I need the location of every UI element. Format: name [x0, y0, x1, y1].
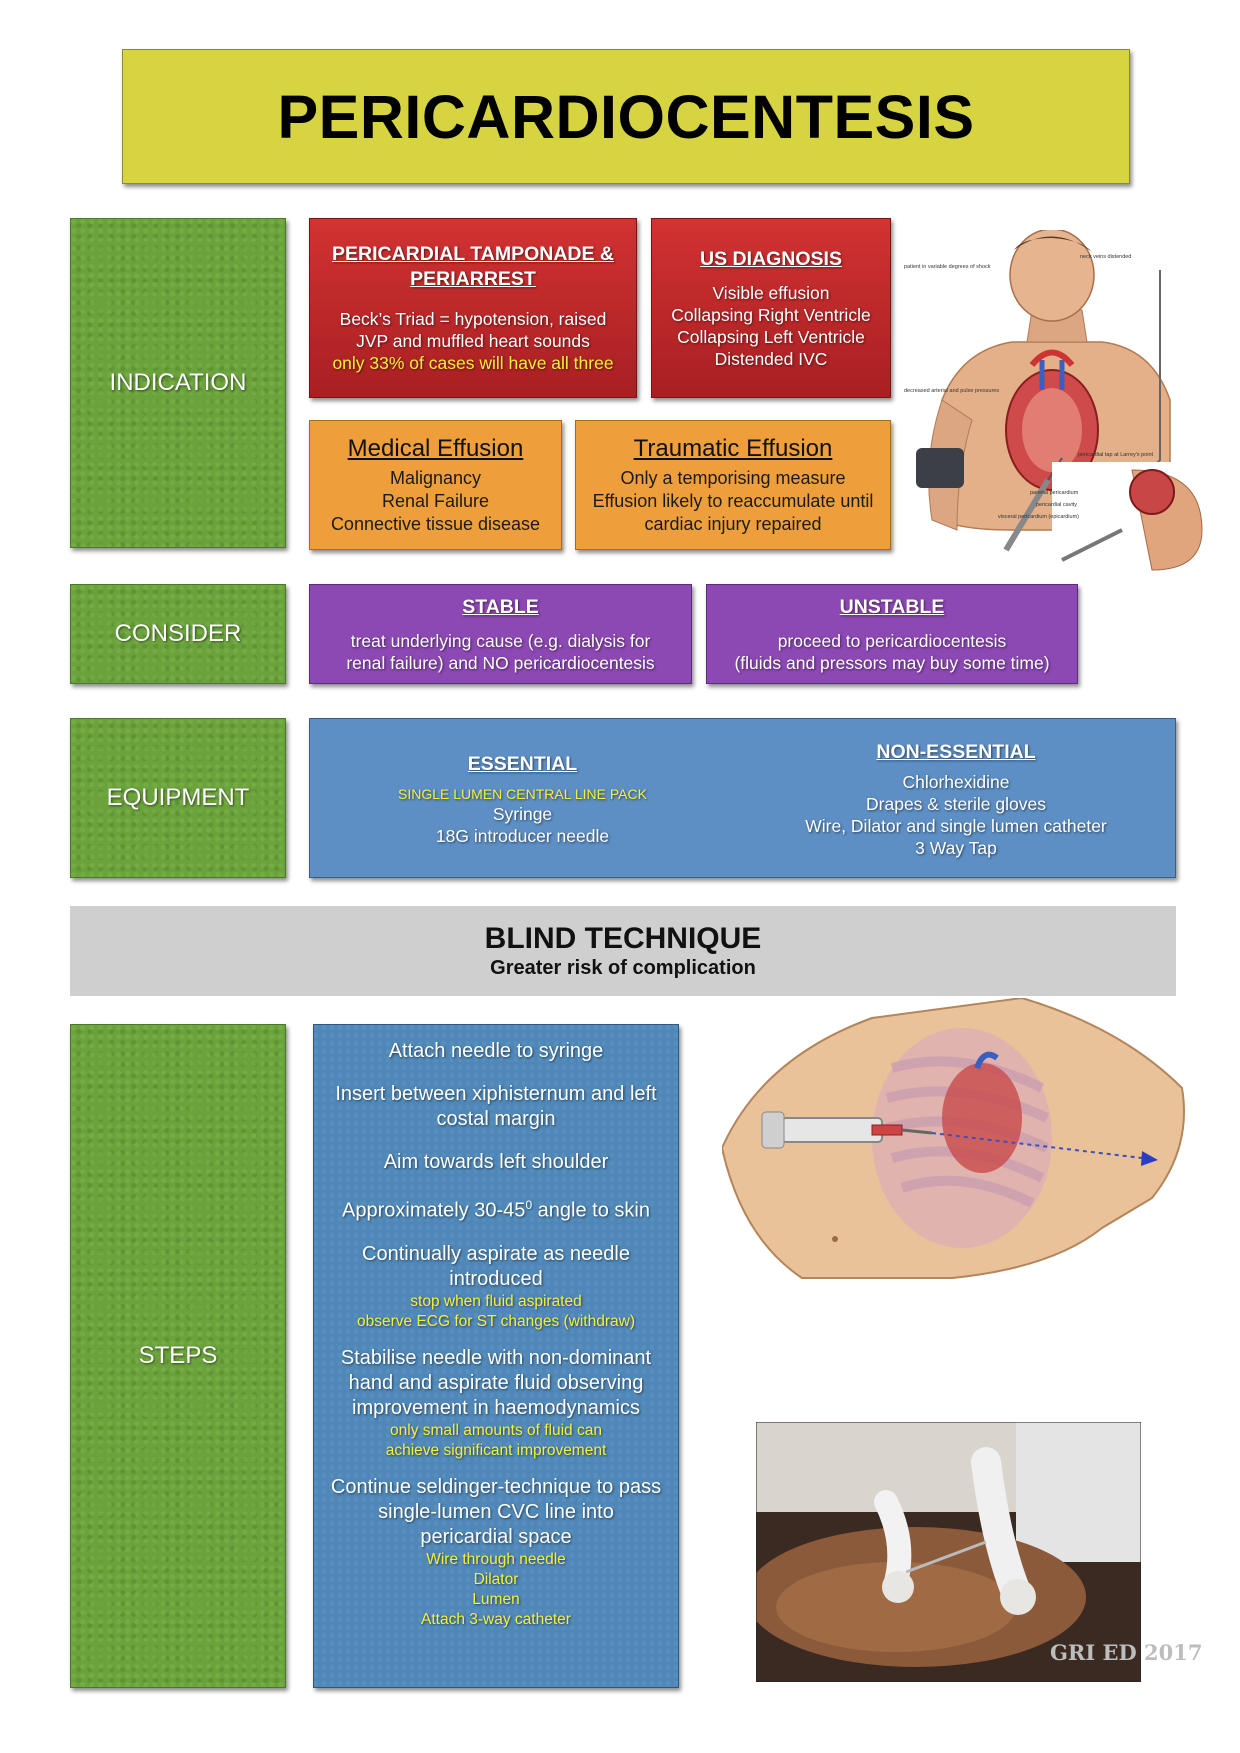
- title-banner: PERICARDIOCENTESIS: [122, 49, 1130, 184]
- step-7-note: Attach 3-way catheter: [421, 1610, 571, 1628]
- traumatic-effusion-box: Traumatic Effusion Only a temporising me…: [575, 420, 891, 550]
- direction-arrow-icon: [1141, 1151, 1158, 1166]
- blind-technique-banner: BLIND TECHNIQUE Greater risk of complica…: [70, 906, 1176, 996]
- non-essential-item: 3 Way Tap: [915, 837, 997, 858]
- step-6: Stabilise needle with non-dominant hand …: [326, 1346, 666, 1461]
- tamponade-line1: Beck’s Triad = hypotension, raised: [339, 309, 607, 329]
- us-diagnosis-item: Collapsing Right Ventricle: [671, 304, 871, 325]
- traumatic-effusion-item: Effusion likely to reaccumulate until: [592, 490, 874, 511]
- section-label-equipment: EQUIPMENT: [70, 718, 286, 878]
- step-1: Attach needle to syringe: [388, 1040, 604, 1062]
- tamponade-line2: JVP and muffled heart sounds: [356, 331, 590, 351]
- essential-heading: ESSENTIAL: [467, 752, 578, 775]
- section-label-indication: INDICATION: [70, 218, 286, 548]
- illustration-label: visceral pericardium (epicardium): [998, 514, 1079, 520]
- step-5-note: stop when fluid aspirated: [410, 1292, 582, 1310]
- step-4-pre: Approximately 30-45: [342, 1199, 526, 1222]
- us-diagnosis-item: Visible effusion: [712, 282, 830, 303]
- section-label-consider: CONSIDER: [70, 584, 286, 684]
- unstable-heading: UNSTABLE: [839, 595, 945, 618]
- subxiphoid-approach-illustration: [722, 998, 1185, 1279]
- medical-effusion-heading: Medical Effusion: [347, 434, 524, 462]
- tamponade-anatomy-illustration: patient in variable degrees of shock nec…: [902, 230, 1214, 630]
- illustration-label: pericardial cavity: [1036, 502, 1077, 508]
- step-7-text: Continue seldinger-technique to pass sin…: [330, 1475, 662, 1548]
- step-2: Insert between xiphisternum and left cos…: [335, 1083, 657, 1130]
- tamponade-heading: PERICARDIAL TAMPONADE & PERIARREST: [331, 243, 615, 290]
- step-4-degree: 0: [525, 1198, 533, 1212]
- footer-credit: GRI ED 2017: [1050, 1640, 1203, 1665]
- tamponade-note: only 33% of cases will have all three: [332, 353, 614, 373]
- step-5: Continually aspirate as needle introduce…: [326, 1242, 666, 1332]
- illustration-label: decreased arterial and pulse pressures: [904, 388, 999, 394]
- non-essential-item: Wire, Dilator and single lumen catheter: [805, 815, 1107, 836]
- unstable-box: UNSTABLE proceed to pericardiocentesis (…: [706, 584, 1078, 684]
- section-label-text: CONSIDER: [114, 620, 242, 647]
- step-3: Aim towards left shoulder: [383, 1151, 609, 1173]
- illustration-label: patient in variable degrees of shock: [904, 264, 991, 270]
- non-essential-item: Drapes & sterile gloves: [866, 793, 1046, 814]
- us-diagnosis-heading: US DIAGNOSIS: [700, 247, 842, 270]
- us-diagnosis-item: Collapsing Left Ventricle: [677, 326, 865, 347]
- section-label-steps: STEPS: [70, 1024, 286, 1688]
- medical-effusion-item: Connective tissue disease: [330, 513, 541, 534]
- step-6-text: Stabilise needle with non-dominant hand …: [340, 1346, 652, 1419]
- blind-technique-subheading: Greater risk of complication: [490, 957, 756, 979]
- medical-effusion-item: Renal Failure: [381, 490, 490, 511]
- traumatic-effusion-item: Only a temporising measure: [620, 467, 846, 488]
- step-5-note: observe ECG for ST changes (withdraw): [357, 1312, 635, 1330]
- traumatic-effusion-heading: Traumatic Effusion: [633, 434, 833, 462]
- stable-box: STABLE treat underlying cause (e.g. dial…: [309, 584, 692, 684]
- stable-line1: treat underlying cause (e.g. dialysis fo…: [350, 630, 651, 651]
- blind-technique-heading: BLIND TECHNIQUE: [484, 922, 762, 955]
- page-title: PERICARDIOCENTESIS: [277, 82, 975, 151]
- unstable-line2: (fluids and pressors may buy some time): [734, 652, 1050, 673]
- step-4: Approximately 30-450 angle to skin: [342, 1193, 650, 1224]
- step-7-note: Dilator: [473, 1570, 519, 1588]
- unstable-line1: proceed to pericardiocentesis: [777, 630, 1007, 651]
- step-5-text: Continually aspirate as needle introduce…: [362, 1242, 630, 1290]
- us-diagnosis-box: US DIAGNOSIS Visible effusion Collapsing…: [651, 218, 891, 398]
- essential-note: SINGLE LUMEN CENTRAL LINE PACK: [398, 785, 647, 802]
- procedure-photo: [756, 1422, 1141, 1682]
- essential-item: 18G introducer needle: [435, 825, 610, 846]
- illustration-label: parietal pericardium: [1030, 490, 1079, 496]
- non-essential-item: Chlorhexidine: [902, 771, 1010, 792]
- steps-box: Attach needle to syringe Insert between …: [313, 1024, 679, 1688]
- bp-cuff-icon: [916, 448, 964, 488]
- medical-effusion-box: Medical Effusion Malignancy Renal Failur…: [309, 420, 562, 550]
- medical-effusion-item: Malignancy: [389, 467, 482, 488]
- step-7-note: Wire through needle: [426, 1550, 566, 1568]
- section-label-text: STEPS: [138, 1342, 218, 1369]
- step-4-post: angle to skin: [532, 1199, 650, 1222]
- essential-column: ESSENTIAL SINGLE LUMEN CENTRAL LINE PACK…: [310, 719, 735, 879]
- step-6-note: only small amounts of fluid can achieve …: [385, 1421, 607, 1459]
- traumatic-effusion-item: cardiac injury repaired: [644, 513, 822, 534]
- equipment-box: ESSENTIAL SINGLE LUMEN CENTRAL LINE PACK…: [309, 718, 1176, 878]
- illustration-label: pericardial tap at Larrey's point: [1078, 452, 1154, 458]
- tamponade-box: PERICARDIAL TAMPONADE & PERIARREST Beck’…: [309, 218, 637, 398]
- us-diagnosis-item: Distended IVC: [714, 348, 828, 369]
- stable-line2: renal failure) and NO pericardiocentesis: [346, 652, 655, 673]
- stable-heading: STABLE: [462, 595, 539, 618]
- non-essential-column: NON-ESSENTIAL Chlorhexidine Drapes & ste…: [735, 719, 1177, 879]
- non-essential-heading: NON-ESSENTIAL: [876, 740, 1036, 763]
- essential-item: Syringe: [492, 803, 553, 824]
- section-label-text: EQUIPMENT: [106, 784, 250, 811]
- step-7: Continue seldinger-technique to pass sin…: [326, 1475, 666, 1630]
- step-7-note: Lumen: [472, 1590, 520, 1608]
- illustration-label: neck veins distended: [1080, 254, 1131, 260]
- section-label-text: INDICATION: [109, 369, 247, 396]
